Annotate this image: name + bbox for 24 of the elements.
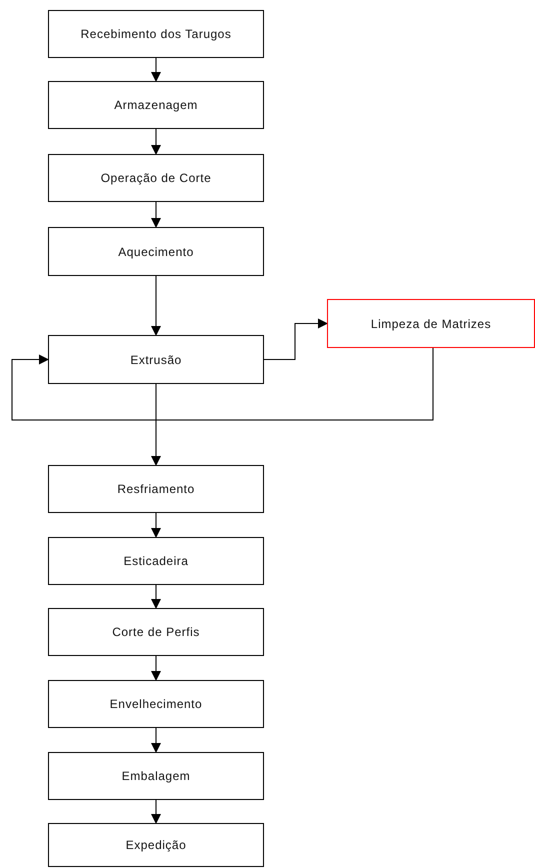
arrow: [151, 128, 161, 155]
arrow: [151, 58, 161, 82]
process-box: Recebimento dos Tarugos: [48, 10, 264, 58]
arrow: [151, 202, 161, 228]
process-box: Operação de Corte: [48, 154, 264, 202]
arrow: [151, 384, 161, 466]
process-box: Corte de Perfis: [48, 608, 264, 656]
arrow: [151, 276, 161, 336]
process-box: Resfriamento: [48, 465, 264, 513]
process-box: Extrusão: [48, 335, 264, 384]
process-box: Esticadeira: [48, 537, 264, 585]
arrow: [264, 318, 328, 360]
arrow: [151, 800, 161, 824]
arrow: [151, 656, 161, 681]
process-box: Expedição: [48, 823, 264, 867]
arrow: [12, 348, 434, 420]
process-box: Embalagem: [48, 752, 264, 800]
arrow: [151, 728, 161, 753]
arrow: [151, 584, 161, 609]
process-box: Envelhecimento: [48, 680, 264, 728]
process-box: Armazenagem: [48, 81, 264, 129]
arrow: [151, 512, 161, 538]
process-box: Limpeza de Matrizes: [327, 299, 535, 348]
process-box: Aquecimento: [48, 227, 264, 276]
